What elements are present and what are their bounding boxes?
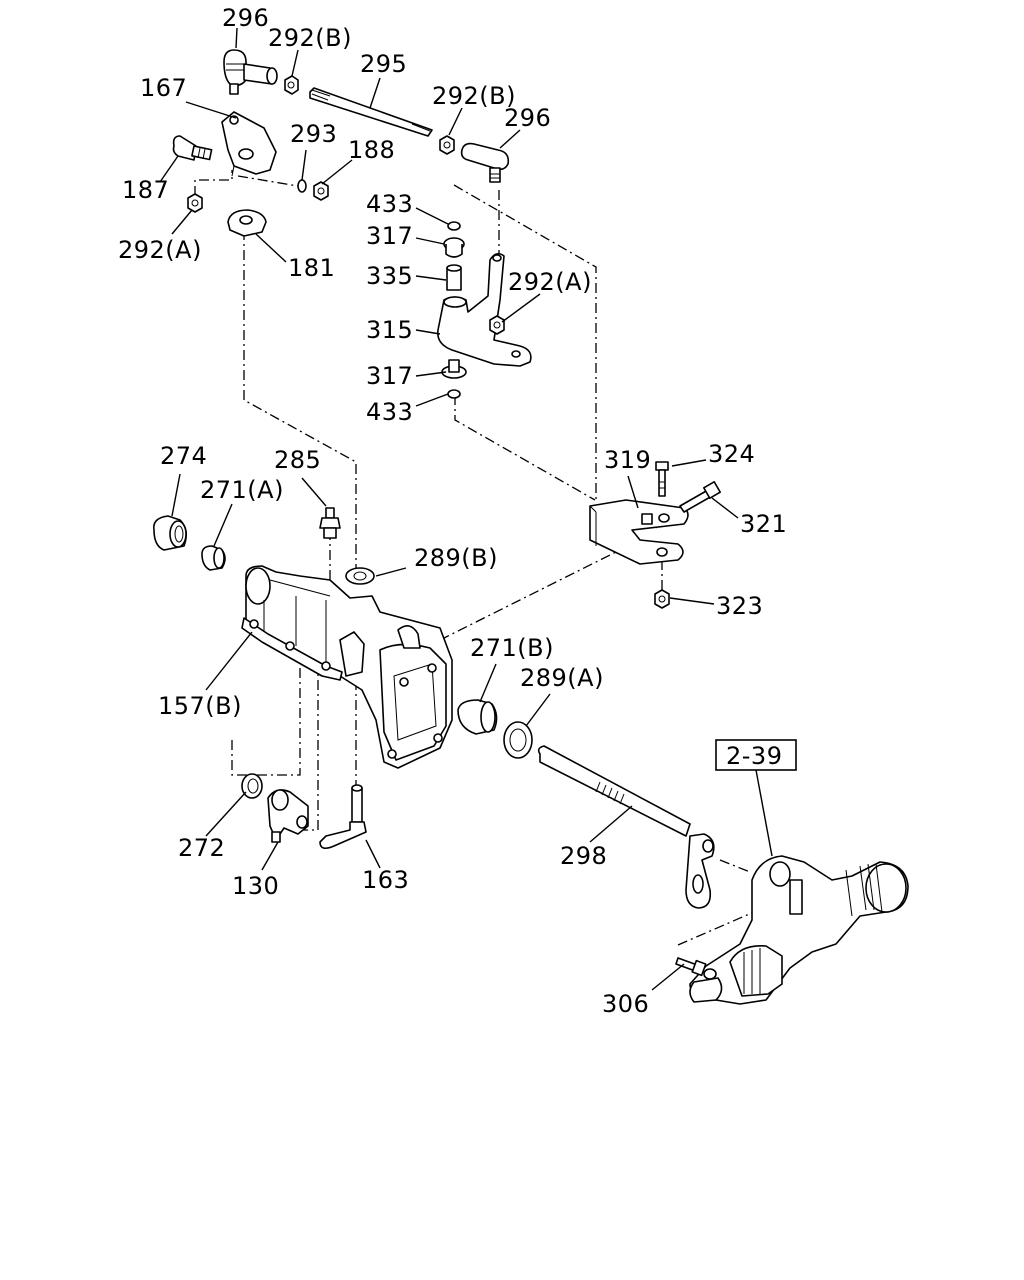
bolt-321: [679, 481, 721, 513]
label-295: 295: [360, 50, 407, 78]
label-293: 293: [290, 120, 337, 148]
label-2-39: 2-39: [726, 742, 782, 770]
bushing-274: [152, 515, 188, 551]
bolt-324: [655, 461, 669, 497]
housing-157b: [241, 565, 453, 769]
label-296-lower: 296: [504, 104, 551, 132]
lever-315: [436, 252, 532, 367]
nut-292a-left: [187, 193, 203, 213]
label-296-upper: 296: [222, 4, 269, 32]
ball-joint-296-lower: [460, 142, 510, 183]
seal-289a: [503, 721, 533, 759]
label-271a: 271(A): [200, 476, 284, 504]
label-433-lower: 433: [366, 398, 413, 426]
reference-box-2-39: [715, 739, 797, 857]
bushing-317-lower: [441, 359, 467, 379]
label-167: 167: [140, 74, 187, 102]
bushing-271b: [457, 699, 498, 735]
label-319: 319: [604, 446, 651, 474]
label-306: 306: [602, 990, 649, 1018]
label-321: 321: [740, 510, 787, 538]
lever-163: [319, 784, 367, 850]
label-181: 181: [288, 254, 335, 282]
label-285: 285: [274, 446, 321, 474]
label-292a-left: 292(A): [118, 236, 202, 264]
label-188: 188: [348, 136, 395, 164]
lever-130: [267, 789, 309, 843]
nut-292b-lower: [439, 135, 455, 155]
bolt-306: [675, 957, 707, 977]
label-157b: 157(B): [158, 692, 242, 720]
o-ring-433-upper: [447, 221, 461, 231]
label-130: 130: [232, 872, 279, 900]
leader-lines: [159, 27, 739, 991]
rod-295: [309, 87, 433, 137]
seal-272: [241, 773, 263, 799]
part-labels: 296 292(B) 295 167 292(B) 296 293 188 18…: [118, 4, 787, 1018]
label-317-lower: 317: [366, 362, 413, 390]
nut-323: [654, 589, 670, 609]
label-289a: 289(A): [520, 664, 604, 692]
label-289b: 289(B): [414, 544, 498, 572]
cylinder-assembly: [689, 855, 909, 1005]
label-324: 324: [708, 440, 755, 468]
nut-188: [313, 181, 329, 201]
assembly-lines: [194, 170, 771, 946]
label-292b-upper: 292(B): [268, 24, 352, 52]
nut-292a-right: [489, 315, 505, 335]
label-272: 272: [178, 834, 225, 862]
ball-joint-296-upper: [223, 49, 278, 95]
washer-293: [297, 179, 307, 193]
label-292b-lower: 292(B): [432, 82, 516, 110]
plate-181: [227, 209, 267, 237]
label-271b: 271(B): [470, 634, 554, 662]
label-163: 163: [362, 866, 409, 894]
label-298: 298: [560, 842, 607, 870]
label-317-upper: 317: [366, 222, 413, 250]
shaft-298: [537, 745, 715, 909]
label-187: 187: [122, 176, 169, 204]
bushing-317-upper: [443, 237, 465, 258]
label-335: 335: [366, 262, 413, 290]
label-433-upper: 433: [366, 190, 413, 218]
nut-292b-upper: [284, 75, 299, 95]
label-292a-right: 292(A): [508, 268, 592, 296]
pin-335: [446, 264, 462, 291]
label-323: 323: [716, 592, 763, 620]
grease-fitting-285: [319, 507, 341, 539]
o-ring-433-lower: [447, 389, 461, 399]
bracket-319: [589, 499, 689, 565]
nut-289b: [345, 567, 375, 585]
label-274: 274: [160, 442, 207, 470]
bushing-271a: [201, 545, 226, 571]
label-315: 315: [366, 316, 413, 344]
lever-167: [221, 111, 277, 177]
bolt-187: [172, 135, 213, 161]
